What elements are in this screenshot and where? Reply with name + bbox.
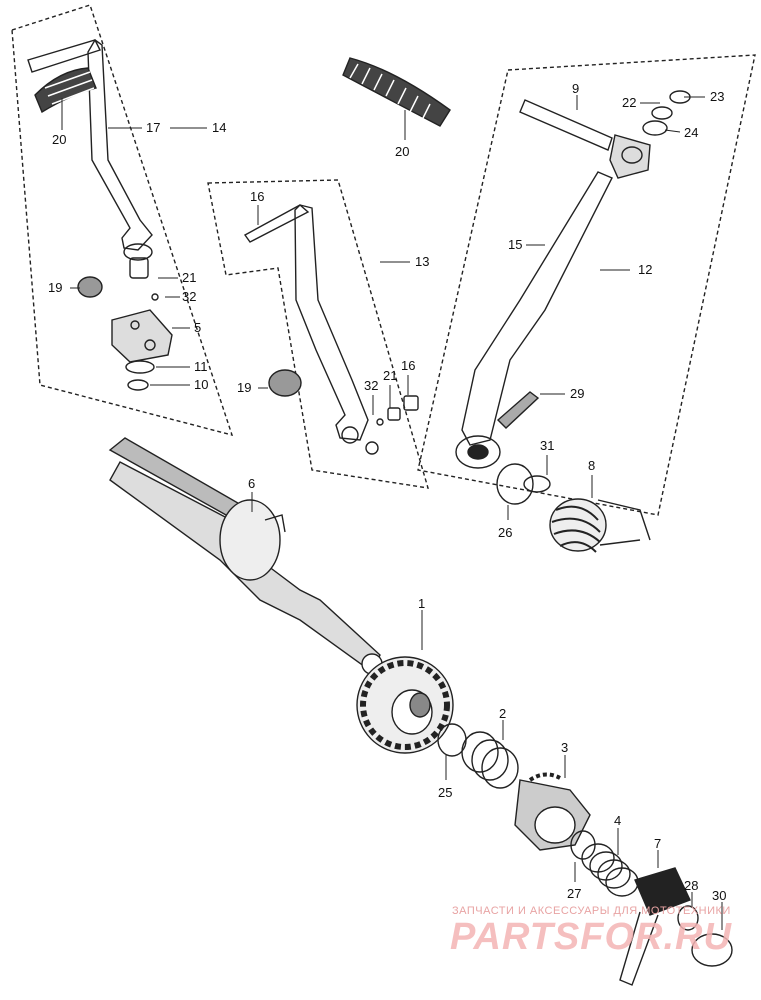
callout-4: 4 xyxy=(614,813,621,828)
callout-16b: 16 xyxy=(401,358,415,373)
callout-3: 3 xyxy=(561,740,568,755)
kick-gear-1 xyxy=(356,656,454,754)
callout-13: 13 xyxy=(415,254,429,269)
washer-24 xyxy=(642,120,668,136)
kick-lever-13 xyxy=(243,204,379,455)
callout-5: 5 xyxy=(194,320,201,335)
callout-10: 10 xyxy=(194,377,208,392)
callout-31: 31 xyxy=(540,438,554,453)
callout-16a: 16 xyxy=(250,189,264,204)
callout-23: 23 xyxy=(710,89,724,104)
rubber-grip-20a xyxy=(34,67,97,114)
callout-29: 29 xyxy=(570,386,584,401)
assembly-12-outline xyxy=(417,54,756,516)
callout-32a: 32 xyxy=(182,289,196,304)
callout-28: 28 xyxy=(684,878,698,893)
callout-24: 24 xyxy=(684,125,698,140)
callout-21a: 21 xyxy=(182,270,196,285)
callout-15: 15 xyxy=(508,237,522,252)
kick-lever-14 xyxy=(27,38,153,279)
callout-6: 6 xyxy=(248,476,255,491)
callout-32b: 32 xyxy=(364,378,378,393)
callout-17: 17 xyxy=(146,120,160,135)
washer-11 xyxy=(125,360,155,374)
rubber-boot-19b xyxy=(268,369,302,397)
callout-19a: 19 xyxy=(48,280,62,295)
callout-26: 26 xyxy=(498,525,512,540)
washer-27 xyxy=(570,830,596,860)
callout-22: 22 xyxy=(622,95,636,110)
oring-32b xyxy=(376,418,384,426)
washer-28 xyxy=(677,905,699,931)
rubber-boot-19a xyxy=(77,276,103,298)
circlip-31 xyxy=(523,475,551,493)
lever-boss-5 xyxy=(111,309,173,363)
clip-22 xyxy=(651,106,673,120)
callout-14: 14 xyxy=(212,120,226,135)
guide-7 xyxy=(619,867,691,986)
assembly-14-outline xyxy=(11,4,234,437)
callout-30: 30 xyxy=(712,888,726,903)
callout-20a: 20 xyxy=(52,132,66,147)
watermark-logo: PARTSFOR.RU xyxy=(450,916,732,958)
leader-lines xyxy=(61,95,723,930)
return-spring-8 xyxy=(549,498,651,553)
bolt-16b xyxy=(403,395,419,411)
washer-26 xyxy=(496,463,534,505)
callout-labels: 20 17 14 20 9 22 23 24 16 13 15 12 19 21… xyxy=(48,81,726,903)
circlip-30 xyxy=(691,933,733,967)
callout-25: 25 xyxy=(438,785,452,800)
watermark-tagline: ЗАПЧАСТИ И АКСЕССУАРЫ ДЛЯ МОТОТЕХНИКИ xyxy=(452,905,731,917)
callout-1: 1 xyxy=(418,596,425,611)
rubber-grip-20b xyxy=(342,57,451,127)
callout-7: 7 xyxy=(654,836,661,851)
kick-lever-12 xyxy=(455,99,651,469)
callout-8: 8 xyxy=(588,458,595,473)
callout-12: 12 xyxy=(638,262,652,277)
ratchet-3 xyxy=(514,772,591,851)
kick-shaft-6 xyxy=(108,437,383,675)
callout-27: 27 xyxy=(567,886,581,901)
callout-19b: 19 xyxy=(237,380,251,395)
callout-20b: 20 xyxy=(395,144,409,159)
assembly-13-outline xyxy=(207,179,429,489)
spring-4 xyxy=(581,843,639,897)
bolt-21b xyxy=(387,407,401,421)
oring-32a xyxy=(151,293,159,301)
spring-2 xyxy=(461,731,519,789)
circlip-10 xyxy=(127,379,149,391)
callout-11: 11 xyxy=(194,359,208,374)
callout-21b: 21 xyxy=(383,368,397,383)
callout-9: 9 xyxy=(572,81,579,96)
bolt-29 xyxy=(496,391,540,429)
callout-2: 2 xyxy=(499,706,506,721)
